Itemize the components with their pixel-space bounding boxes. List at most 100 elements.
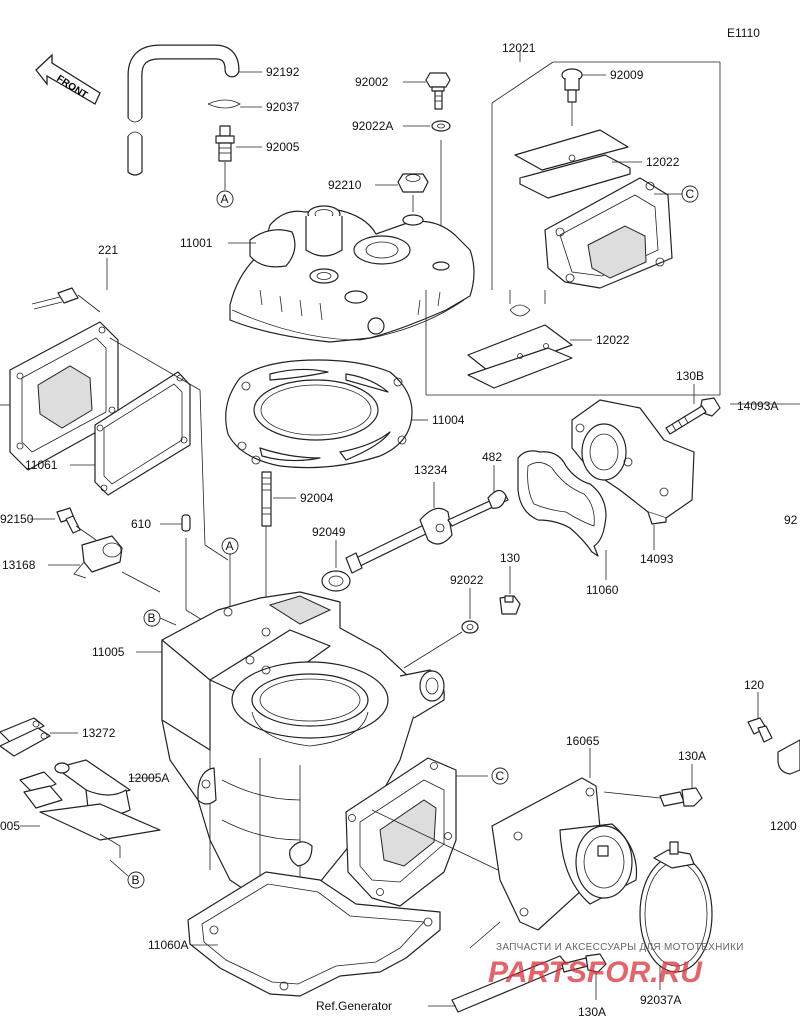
label-11004: 11004 [432, 413, 465, 427]
label-92150: 92150 [0, 512, 34, 526]
bolt-120-part [747, 717, 773, 743]
reed-stopper-12022-top [514, 129, 631, 199]
label-13168: 13168 [2, 558, 36, 572]
label-13272: 13272 [82, 726, 116, 740]
washer-92022-part [461, 620, 479, 634]
label-92002: 92002 [355, 75, 389, 89]
ref-b-bottom-label: B [132, 873, 140, 887]
ref-marker-a-top [216, 190, 234, 208]
label-92037: 92037 [266, 100, 300, 114]
ref-generator-label: Ref.Generator [316, 999, 392, 1013]
ref-marker-c-top [681, 185, 699, 203]
label-12022-top: 12022 [646, 155, 680, 169]
bolt-92150-part [56, 507, 81, 534]
label-120: 120 [744, 678, 764, 692]
plug-130-part [499, 595, 521, 615]
label-130: 130 [500, 551, 520, 565]
ref-c-top-label: C [686, 187, 695, 201]
label-92005: 92005 [266, 140, 300, 154]
ref-marker-c-bottom [491, 767, 509, 785]
label-005-left: 005 [0, 819, 20, 833]
label-11061: 11061 [25, 458, 58, 472]
label-92049: 92049 [312, 525, 346, 539]
label-130a-upper: 130A [678, 749, 706, 763]
exhaust-valve-cover-part [571, 399, 695, 525]
axis-cover-1 [109, 337, 201, 391]
gasket-11060-part [517, 450, 607, 557]
reed-cage-13272-part [0, 717, 51, 757]
bolt-130a-lower-part [561, 953, 607, 973]
circlip-482-part [487, 489, 507, 509]
leader-ref-b-mid [159, 617, 177, 626]
nut-92210-part [397, 173, 429, 193]
screw-92009-part [561, 68, 583, 103]
clamp-92037-part [207, 99, 241, 109]
label-92037a: 92037A [640, 993, 681, 1007]
stud-92004-part [261, 471, 272, 527]
label-14093: 14093 [640, 552, 674, 566]
ref-a-top-label: A [221, 192, 229, 206]
axis-intake-1 [371, 809, 499, 871]
diagram-code: E1110 [727, 26, 760, 40]
ref-c-bottom-label: C [496, 769, 505, 783]
leader-ref-b-bottom [109, 859, 129, 877]
dowel-610-part [181, 514, 191, 532]
lever-13168-part [73, 535, 123, 579]
label-11060: 11060 [586, 583, 619, 597]
label-92004: 92004 [300, 491, 334, 505]
box-12021-line-1 [491, 61, 554, 104]
ref-a-mid-label: A [226, 539, 234, 553]
hose-part [127, 44, 240, 176]
label-1200-right: 1200 [770, 819, 797, 833]
axis-cover-2 [199, 389, 206, 546]
label-11001: 11001 [180, 236, 213, 250]
washer-92022a-part [431, 120, 451, 132]
reed-gasket-part [94, 371, 191, 496]
reed-cover-part [9, 321, 119, 471]
ref-b-mid-label: B [148, 611, 156, 625]
right-edge-part [777, 739, 800, 775]
front-arrow-icon: FRONT [35, 53, 101, 105]
label-16065: 16065 [566, 734, 600, 748]
base-gasket-part [187, 871, 441, 997]
label-130a-lower: 130A [578, 1005, 606, 1019]
power-valve-12005a-part [19, 759, 161, 858]
intake-manifold-part [491, 777, 638, 931]
label-13234: 13234 [414, 463, 448, 477]
axis-130a-upper [603, 791, 661, 799]
oil-seal-92049-part [321, 570, 351, 592]
bolt-92002-part [425, 72, 451, 110]
clamp-92037a-part [639, 841, 713, 973]
label-92009: 92009 [610, 68, 644, 82]
axis-cover-3 [204, 544, 229, 561]
axis-92150 [75, 525, 97, 541]
label-610: 610 [131, 517, 151, 531]
reed-stopper-12022-bottom [467, 324, 573, 389]
label-12005a: 12005A [128, 771, 169, 785]
label-130b: 130B [676, 369, 704, 383]
axis-92022 [403, 631, 463, 669]
reed-block-part [544, 177, 673, 289]
exhaust-valve-rod-part [345, 493, 509, 574]
axis-221 [77, 294, 101, 313]
bolt-221-part [31, 287, 79, 310]
label-92192: 92192 [266, 65, 300, 79]
head-gasket-part [225, 359, 413, 469]
intake-reed-block-lower-part [345, 757, 457, 907]
label-482: 482 [482, 450, 502, 464]
label-11060a: 11060A [148, 938, 188, 952]
label-92022: 92022 [450, 573, 484, 587]
label-221: 221 [98, 243, 118, 257]
bolt-130a-upper-part [659, 787, 703, 807]
fitting-92005-part [215, 125, 235, 162]
watermark-caption: ЗАПЧАСТИ И АКСЕССУАРЫ ДЛЯ МОТОТЕХНИКИ [496, 942, 744, 953]
label-92022a-top: 92022A [352, 119, 393, 133]
label-92210: 92210 [328, 178, 362, 192]
label-11005: 11005 [92, 645, 125, 659]
label-12022-bottom: 12022 [596, 333, 630, 347]
ref-marker-b-bottom [127, 871, 145, 889]
label-12021: 12021 [502, 41, 536, 55]
watermark-logo: PARTSFOR.RU [488, 956, 703, 989]
axis-intake-2 [469, 921, 501, 949]
